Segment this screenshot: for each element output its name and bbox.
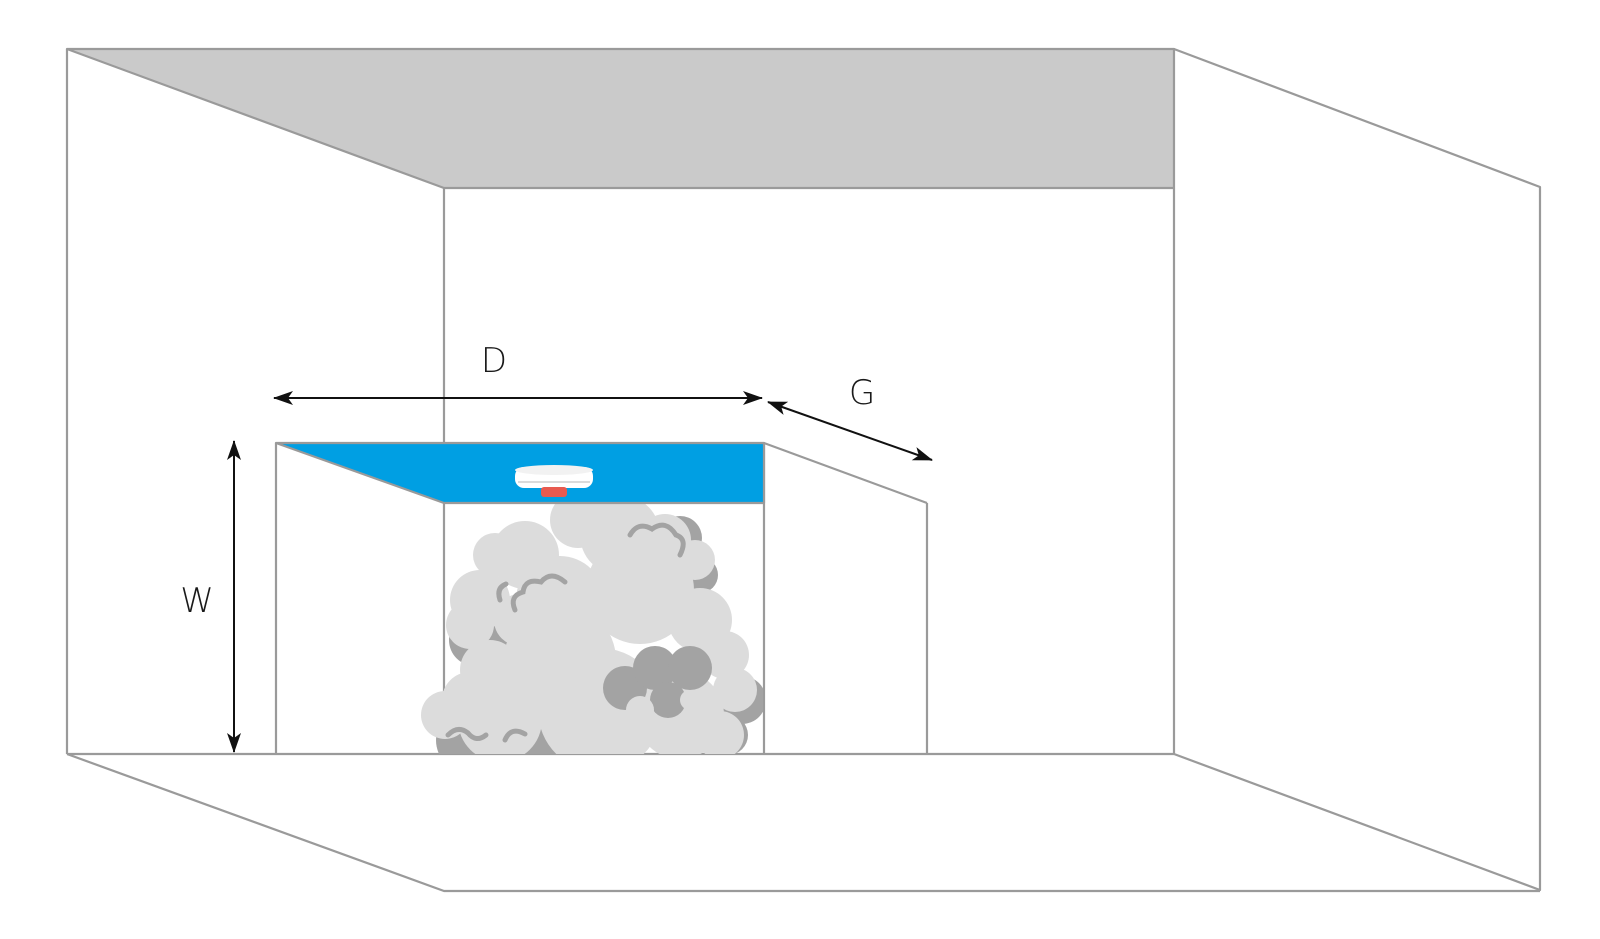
alcove-right-wall-top — [763, 441, 928, 505]
right-wall — [1173, 47, 1542, 892]
label-d: D — [481, 341, 507, 381]
dimension-g-arrow — [767, 401, 933, 461]
smoke-cloud-icon — [421, 500, 763, 754]
smoke-detector-icon — [515, 465, 593, 497]
label-g: G — [849, 373, 875, 413]
floor-front — [66, 752, 1540, 893]
label-w: W — [180, 581, 214, 621]
main-ceiling — [65, 47, 1176, 190]
main-room — [65, 47, 1542, 893]
